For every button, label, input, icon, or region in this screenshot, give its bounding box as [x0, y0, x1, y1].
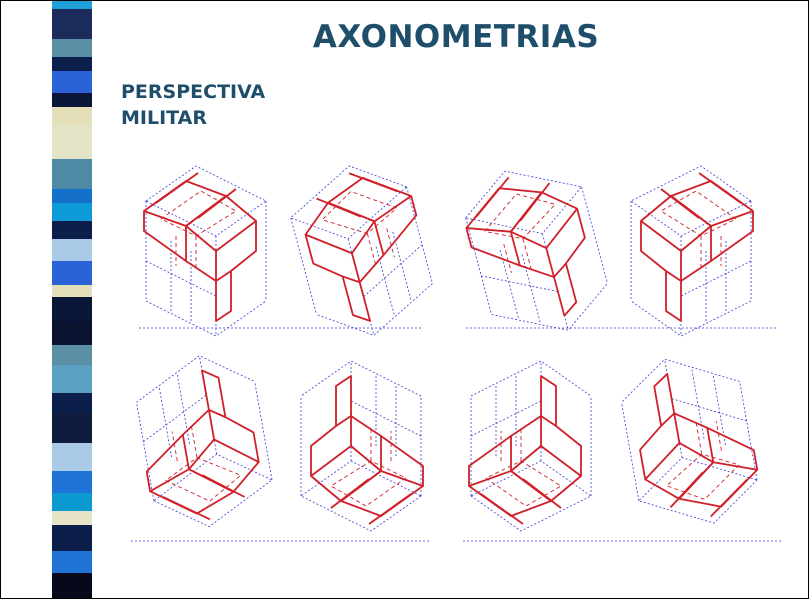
subtitle-line-2: MILITAR — [121, 107, 207, 129]
drawing-8 — [614, 345, 766, 537]
drawing-4 — [630, 165, 754, 337]
decorative-stripe-bar — [52, 1, 92, 598]
subtitle-line-1: PERSPECTIVA — [121, 81, 266, 103]
drawing-1 — [143, 165, 267, 337]
drawing-5 — [127, 346, 280, 537]
drawing-7 — [468, 360, 592, 532]
drawing-2 — [280, 151, 445, 350]
drawing-3 — [453, 152, 618, 350]
slide-subtitle: PERSPECTIVA MILITAR — [121, 79, 265, 131]
slide-title: AXONOMETRIAS — [312, 19, 600, 55]
drawing-6 — [300, 360, 424, 532]
